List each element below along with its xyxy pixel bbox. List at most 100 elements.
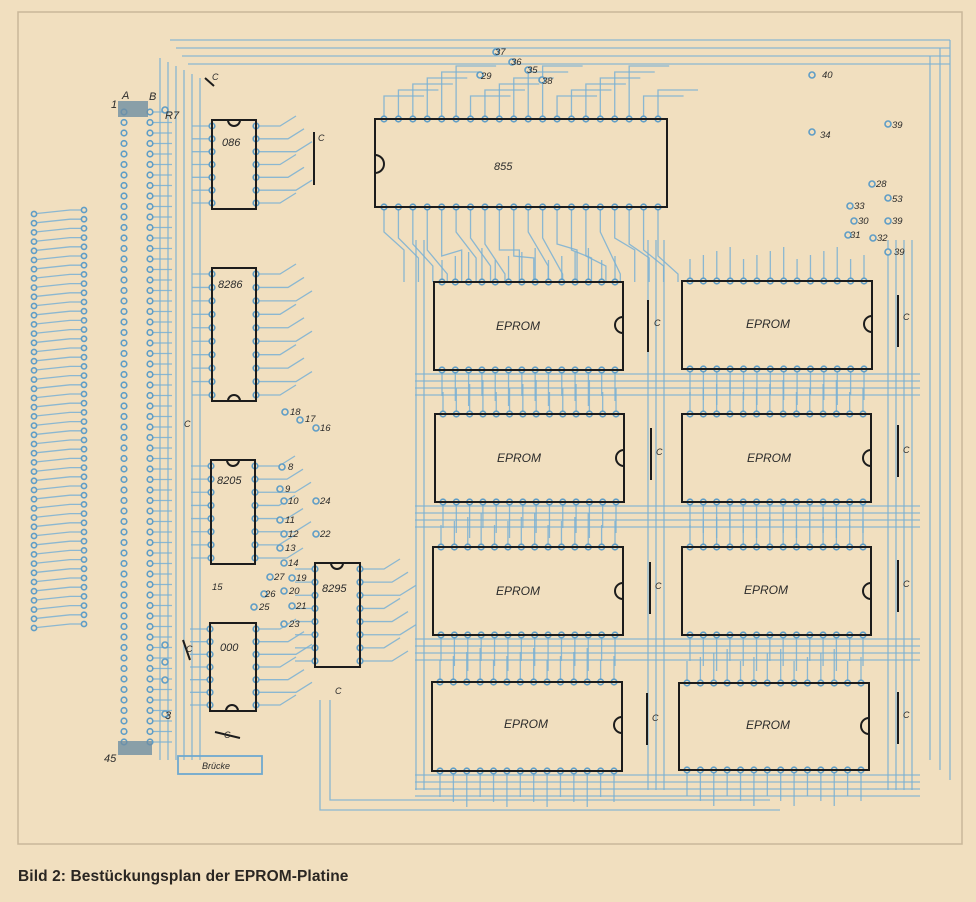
svg-text:C: C — [186, 644, 193, 654]
pad — [30, 320, 38, 328]
pad — [120, 171, 128, 179]
pad — [120, 412, 128, 421]
pad — [146, 507, 154, 515]
pad — [80, 602, 88, 609]
pad — [30, 293, 38, 301]
edge-label-a: A — [121, 90, 129, 102]
pad — [80, 565, 88, 573]
ic-8286: 8286 — [211, 267, 257, 402]
pad — [120, 507, 128, 515]
pad — [30, 412, 38, 420]
capacitor: C — [649, 562, 662, 614]
pad — [146, 118, 154, 127]
trace — [255, 481, 312, 493]
trace — [255, 521, 312, 533]
trace — [31, 365, 86, 372]
pad — [120, 696, 128, 704]
pad — [30, 569, 38, 577]
pad — [146, 643, 154, 652]
pad — [80, 243, 88, 251]
capacitor: C — [313, 132, 325, 185]
pad — [146, 612, 154, 620]
point-label: 14 — [288, 558, 299, 569]
trace — [256, 669, 305, 681]
pad — [120, 286, 128, 295]
trace — [484, 89, 525, 119]
pad — [146, 360, 154, 368]
pad — [30, 587, 38, 595]
capacitor: C — [646, 693, 659, 745]
trace — [360, 584, 417, 596]
pad — [120, 360, 128, 368]
pad — [120, 328, 128, 337]
eprom-4: EPROM — [431, 681, 623, 772]
eprom-1: EPROM — [433, 281, 624, 371]
pad — [146, 181, 154, 190]
trace — [31, 292, 86, 298]
pad — [80, 464, 88, 471]
pad — [280, 559, 288, 567]
pad — [120, 370, 128, 379]
pad — [30, 228, 38, 236]
point-label: 16 — [320, 423, 331, 434]
pad — [120, 622, 128, 631]
pad — [120, 633, 128, 641]
eprom-4-label: EPROM — [504, 717, 548, 731]
svg-text:C: C — [656, 447, 663, 457]
point-label: 10 — [288, 496, 299, 507]
capacitor: C — [214, 730, 241, 740]
pad — [80, 335, 88, 343]
pad — [80, 473, 88, 481]
ic-notch — [860, 717, 870, 735]
point-label: 11 — [285, 515, 295, 526]
pad — [146, 370, 154, 379]
pad — [80, 482, 88, 490]
trace — [31, 347, 86, 353]
pad — [161, 710, 169, 718]
pad — [30, 578, 38, 586]
pad — [30, 385, 38, 393]
point-label: 18 — [290, 407, 301, 418]
ic-notch — [614, 316, 624, 334]
pad — [161, 658, 169, 666]
pad — [120, 276, 128, 284]
capacitor: C — [650, 428, 663, 480]
pad — [120, 612, 128, 620]
trace — [31, 227, 86, 234]
point-label: 27 — [273, 572, 285, 583]
edge-label-b: B — [149, 91, 156, 103]
trace — [383, 95, 424, 119]
pad — [280, 530, 288, 538]
pad — [146, 570, 154, 578]
trace — [31, 338, 86, 344]
trace — [360, 637, 401, 649]
pad — [30, 523, 38, 531]
point-label: 15 — [212, 582, 223, 593]
pad — [808, 71, 816, 79]
pad — [120, 570, 128, 578]
trace — [255, 468, 304, 480]
trace — [31, 439, 86, 445]
pad — [146, 696, 154, 704]
point-label: 19 — [296, 573, 307, 584]
trace — [31, 549, 86, 556]
trace — [642, 95, 684, 119]
pad — [120, 528, 128, 536]
point-label: 32 — [877, 233, 888, 244]
eprom-2-label: EPROM — [497, 451, 541, 465]
pad — [80, 326, 88, 333]
pad — [120, 717, 128, 725]
pad — [80, 574, 88, 582]
trace — [256, 303, 297, 315]
pad — [280, 497, 288, 505]
eprom-5-label: EPROM — [746, 317, 790, 331]
pad — [80, 611, 88, 619]
pad — [266, 573, 274, 581]
point-label: 30 — [858, 216, 869, 227]
pad — [146, 486, 154, 494]
trace — [426, 77, 468, 119]
trace — [256, 344, 297, 356]
trace — [570, 89, 612, 119]
figure-caption: Bild 2: Bestückungsplan der EPROM-Platin… — [18, 868, 349, 885]
trace — [31, 319, 86, 326]
